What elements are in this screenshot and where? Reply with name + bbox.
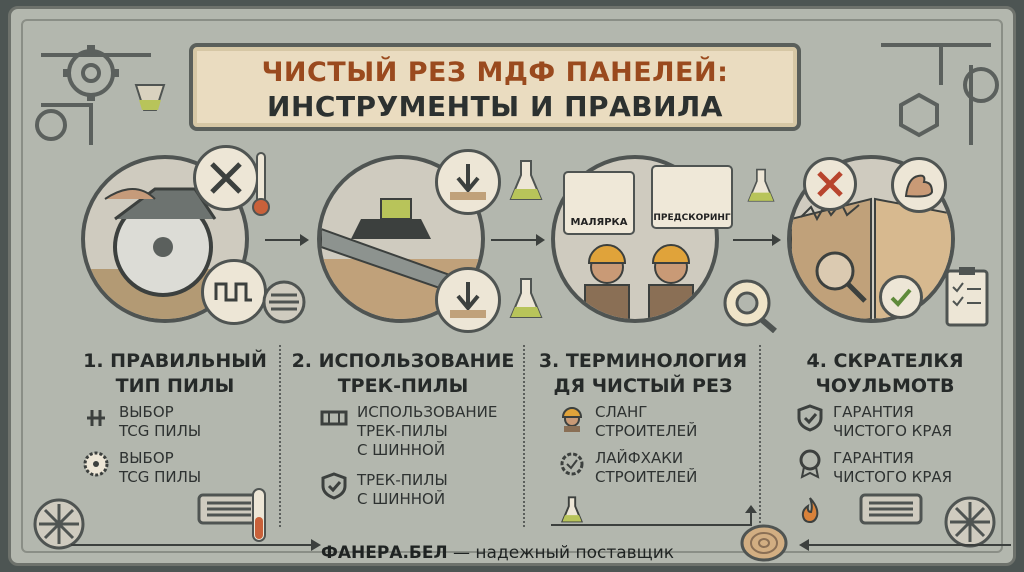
flask-icon [509,160,543,200]
title-banner: ЧИСТЫЙ РЕЗ МДФ ПАНЕЛЕЙ: ИНСТРУМЕНТЫ И ПР… [189,43,801,131]
blade-tooth-icon [81,403,111,433]
flask-icon [509,278,543,318]
flask-icon [747,168,775,202]
step-1-item-1-line-1: ВЫБОР [119,403,174,421]
step-2-item-2-line-1: ТРЕК-ПИЛЫ [357,471,448,489]
step-3-item-1-line-1: СЛАНГ [595,403,648,421]
flask-icon [557,495,587,525]
step-2-title-line-2: ТРЕК-ПИЛЫ [337,375,469,397]
arrow-step-2-to-3 [491,234,545,246]
vent-grille-icon [859,493,923,525]
step-3-item-2-line-2: СТРОИТЕЛЕЙ [595,468,698,486]
worker-helmet-icon [557,403,587,433]
cross-mark-bubble [803,157,857,211]
step-4-item-3 [795,495,825,525]
saw-blade-icon [81,449,111,479]
step-4-item-2-line-1: ГАРАНТИЯ [833,449,914,467]
step-2-item-1-line-2: ТРЕК-ПИЛЫ [357,422,448,440]
down-arrow-bubble-top [435,149,501,215]
no-cross-cut-bubble [193,145,259,211]
step-1-item-2-line-2: TCG ПИЛЫ [119,468,202,486]
step-4-title-line-2: ЧОУЛЬМОТВ [815,375,955,397]
down-arrow-bubble-bottom [435,267,501,333]
step-3-item-3 [557,495,587,525]
gear-decoration-left [35,45,166,145]
speech-bubble-prescoring: ПРЕДСКОРИНГ [651,165,733,229]
step-3-item-1-line-2: СТРОИТЕЛЕЙ [595,422,698,440]
column-divider-1 [279,345,281,527]
clipboard-checklist-icon [945,267,989,327]
step-1-item-1-line-2: TCG ПИЛЫ [119,422,202,440]
tape-roll-icon [723,279,777,333]
step-2-title-line-1: 2. ИСПОЛЬЗОВАНИЕ [291,350,515,372]
title-line-2: ИНСТРУМЕНТЫ И ПРАВИЛА [267,90,723,123]
down-arrow-icon [450,164,486,200]
step-1-title: 1. ПРАВИЛЬНЫЙ ТИП ПИЛЫ [75,349,275,399]
step-3-item-2-line-1: ЛАЙФХАКИ [595,449,684,467]
speech-bubble-masking-tape: МАЛЯРКА [563,171,635,235]
step-1-title-line-1: 1. ПРАВИЛЬНЫЙ [83,350,267,372]
step-4-title: 4. СКРАТЕЛКЯ ЧОУЛЬМОТВ [773,349,997,399]
arrow-step-3-to-4 [733,234,781,246]
shield-check-icon [795,403,825,433]
title-line-1: ЧИСТЫЙ РЕЗ МДФ ПАНЕЛЕЙ: [261,57,729,88]
check-icon [890,288,912,307]
column-divider-2 [523,345,525,527]
down-arrow-icon [450,282,486,318]
infographic-frame: ЧИСТЫЙ РЕЗ МДФ ПАНЕЛЕЙ: ИНСТРУМЕНТЫ И ПР… [8,6,1016,566]
award-badge-icon [795,449,825,479]
footer-flow-line [71,505,1011,551]
step-2-item-1-line-1: ИСПОЛЬЗОВАНИЕ [357,403,498,421]
step-4-item-1-line-1: ГАРАНТИЯ [833,403,914,421]
step-2-title: 2. ИСПОЛЬЗОВАНИЕ ТРЕК-ПИЛЫ [289,349,517,399]
shield-check-icon [319,471,349,501]
bubble-label-masking-tape: МАЛЯРКА [570,217,628,228]
track-rail-icon [319,403,349,433]
strength-bubble [891,157,947,213]
step-3-title-line-2: ДЯ ЧИСТЫЙ РЕЗ [553,375,733,397]
step-1-item-2-line-1: ВЫБОР [119,449,174,467]
step-4-title-line-1: 4. СКРАТЕЛКЯ [806,350,964,372]
bubble-label-prescoring: ПРЕДСКОРИНГ [653,213,731,223]
step-2-item-2-line-2: С ШИННОЙ [357,490,446,508]
arrow-step-1-to-2 [265,234,309,246]
step-3-title-line-1: 3. ТЕРМИНОЛОГИЯ [538,350,748,372]
step-3-title: 3. ТЕРМИНОЛОГИЯ ДЯ ЧИСТЫЙ РЕЗ [531,349,755,399]
vent-grille-icon [262,280,306,324]
gear-check-icon [557,449,587,479]
vent-grille-icon [197,493,261,525]
footer-brand: ФАНЕРА.БЕЛ [321,543,448,563]
gear-decoration-bottom-left [33,498,85,550]
cross-cut-icon [210,162,242,194]
footer-tagline: ФАНЕРА.БЕЛ — надежный поставщик [321,543,741,563]
step-1-title-line-2: ТИП ПИЛЫ [115,375,235,397]
step-2-item-1-line-3: С ШИННОЙ [357,441,446,459]
step-4-item-2-line-2: ЧИСТОГО КРАЯ [833,468,953,486]
cross-icon [817,171,843,197]
step-4-item-1-line-2: ЧИСТОГО КРАЯ [833,422,953,440]
wood-log-icon [740,524,788,562]
tooth-profile-icon [214,282,252,302]
check-mark-bubble [879,275,923,319]
flexed-arm-icon [904,174,934,198]
thermometer-icon [252,152,270,216]
frame-border [21,19,1003,553]
test-tube-icon [252,488,266,542]
column-divider-3 [759,345,761,527]
workers-icon [584,244,694,319]
footer-tagline-text: — надежный поставщик [447,543,675,563]
tooth-profile-bubble [201,259,267,325]
flame-icon [795,495,825,525]
gear-decoration-right [881,43,999,145]
